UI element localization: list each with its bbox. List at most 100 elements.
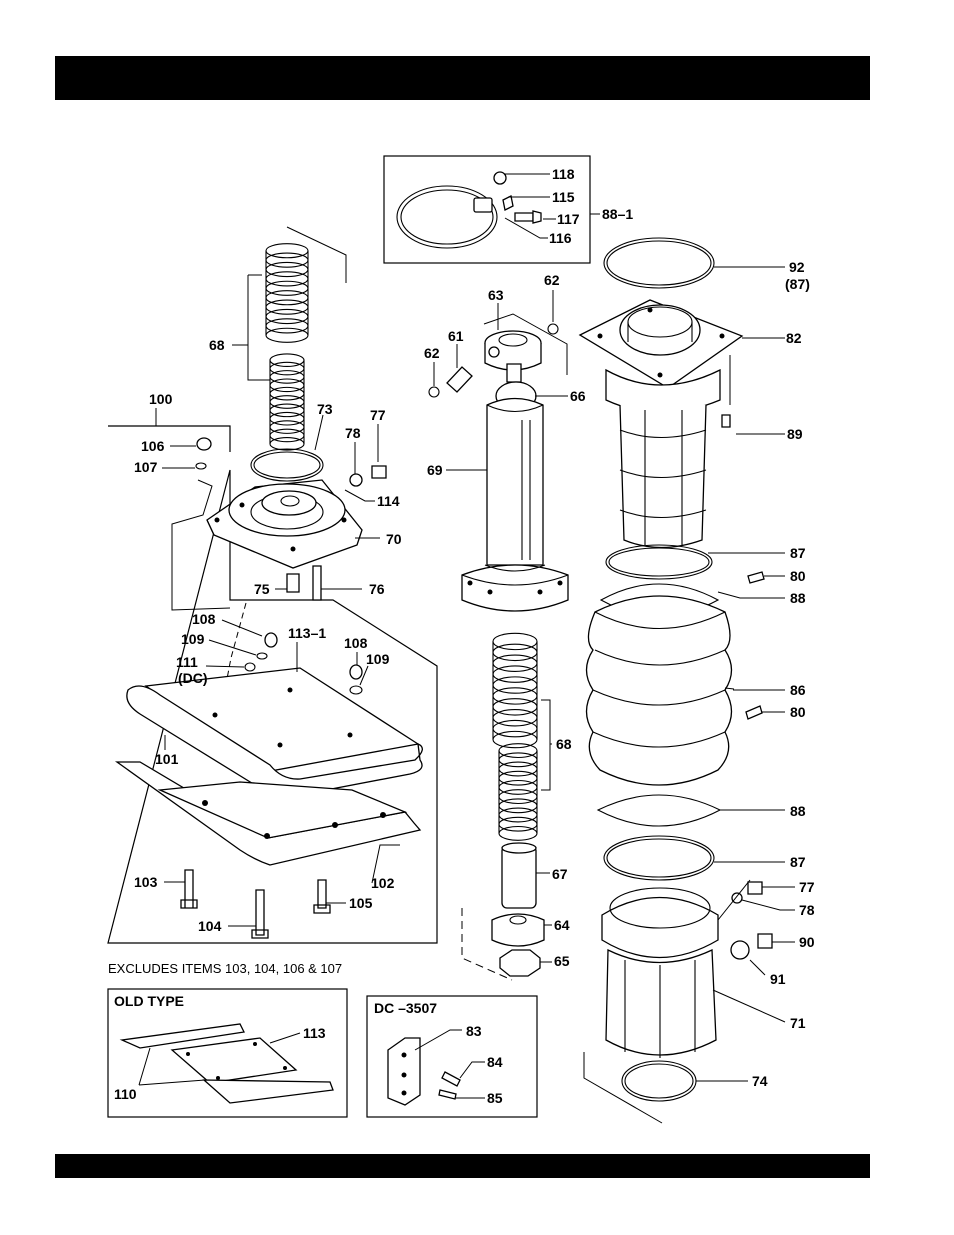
callout-68-a: 68 [209, 337, 225, 353]
callout-73: 73 [317, 401, 333, 417]
callout-110: 110 [114, 1086, 137, 1102]
plug-90 [758, 934, 772, 948]
callout-116: 116 [549, 230, 572, 246]
spacer-64 [492, 914, 544, 946]
callout-66: 66 [570, 388, 586, 404]
spring-coil [493, 655, 537, 671]
bolt-75 [287, 574, 299, 592]
callout-103: 103 [134, 874, 158, 890]
snap-ring-62b [429, 387, 439, 397]
callout-88-b: 88 [790, 803, 806, 819]
callout-62-a: 62 [544, 272, 560, 288]
callout-62-b: 62 [424, 345, 440, 361]
o-ring-87b [604, 836, 714, 880]
callout-71: 71 [790, 1015, 806, 1031]
spring-coil [493, 644, 537, 660]
plug-77b [748, 882, 762, 894]
upper-springs-68 [266, 227, 346, 450]
spring-coil [493, 720, 537, 736]
o-ring-92 [604, 238, 714, 288]
plug-77 [372, 466, 386, 478]
cylinder-69 [462, 399, 568, 612]
o-ring-87a [606, 545, 712, 579]
callout-118: 118 [552, 166, 575, 182]
bolt-104 [252, 890, 268, 938]
bellows-86 [587, 596, 732, 785]
washer-78b [732, 893, 742, 903]
callout-111-dc: (DC) [178, 670, 208, 686]
lower-cylinder-71 [602, 888, 718, 1058]
washer-107 [196, 463, 206, 469]
callout-78-b: 78 [799, 902, 815, 918]
callout-88-1: 88–1 [602, 206, 633, 222]
spring-coil [493, 699, 537, 715]
spring-coil [499, 827, 537, 841]
callout-68-b: 68 [556, 736, 572, 752]
callout-104: 104 [198, 918, 222, 934]
bolt-76 [313, 566, 321, 600]
old-type-plates [122, 1024, 333, 1103]
callout-69: 69 [427, 462, 443, 478]
cage-housing [606, 370, 720, 548]
washer-91 [731, 941, 749, 959]
nut-106 [197, 438, 211, 450]
callout-61: 61 [448, 328, 464, 344]
dc-3507-bracket [388, 1038, 460, 1105]
callout-74: 74 [752, 1073, 768, 1089]
bolt-89 [722, 415, 730, 427]
callout-107: 107 [134, 459, 158, 475]
clamp-88b [598, 795, 720, 826]
callout-113-1: 113–1 [288, 625, 326, 641]
callout-114: 114 [377, 493, 400, 509]
callout-67: 67 [552, 866, 568, 882]
callout-84: 84 [487, 1054, 503, 1070]
callout-82: 82 [786, 330, 802, 346]
clamp-band-kit [397, 172, 541, 248]
nut-108b [350, 665, 362, 679]
washer-78 [350, 474, 362, 486]
callout-80-a: 80 [790, 568, 806, 584]
snap-ring-62a [548, 324, 558, 334]
nut-108 [265, 633, 277, 647]
nut-65 [500, 950, 540, 976]
callout-111: 111 [176, 654, 198, 670]
callout-88-a: 88 [790, 590, 806, 606]
callout-77-b: 77 [799, 879, 815, 895]
callout-117: 117 [557, 211, 580, 227]
o-ring-73 [251, 449, 323, 481]
washer-111 [245, 663, 255, 671]
callout-87-b: 87 [790, 854, 806, 870]
spring-coil [493, 666, 537, 682]
lower-springs-68 [493, 633, 537, 840]
excludes-note: EXCLUDES ITEMS 103, 104, 106 & 107 [108, 961, 342, 976]
washer-109 [257, 653, 267, 659]
washer-109b [350, 686, 362, 694]
spring-coil [493, 633, 537, 649]
old-type-title: OLD TYPE [114, 993, 184, 1009]
callout-105: 105 [349, 895, 373, 911]
callout-65: 65 [554, 953, 570, 969]
rubber-buffer-67 [502, 843, 536, 908]
foot-plate-113-1 [127, 668, 422, 795]
callout-91: 91 [770, 971, 786, 987]
callout-83: 83 [466, 1023, 482, 1039]
callout-109-b: 109 [366, 651, 390, 667]
spring-coil [493, 710, 537, 726]
spring-coil [266, 328, 308, 342]
callout-80-b: 80 [790, 704, 806, 720]
callout-89: 89 [787, 426, 803, 442]
callout-64: 64 [554, 917, 570, 933]
callout-76: 76 [369, 581, 385, 597]
spring-coil [493, 677, 537, 693]
callout-113: 113 [303, 1025, 326, 1041]
pin-80a [748, 572, 764, 583]
pin-80b [746, 706, 762, 719]
pin-61 [447, 367, 472, 392]
callout-90: 90 [799, 934, 815, 950]
o-ring-74 [622, 1061, 696, 1101]
bolt-103 [181, 870, 197, 908]
callout-92: 92 [789, 259, 805, 275]
callout-87-a: 87 [790, 545, 806, 561]
callout-101: 101 [155, 751, 179, 767]
